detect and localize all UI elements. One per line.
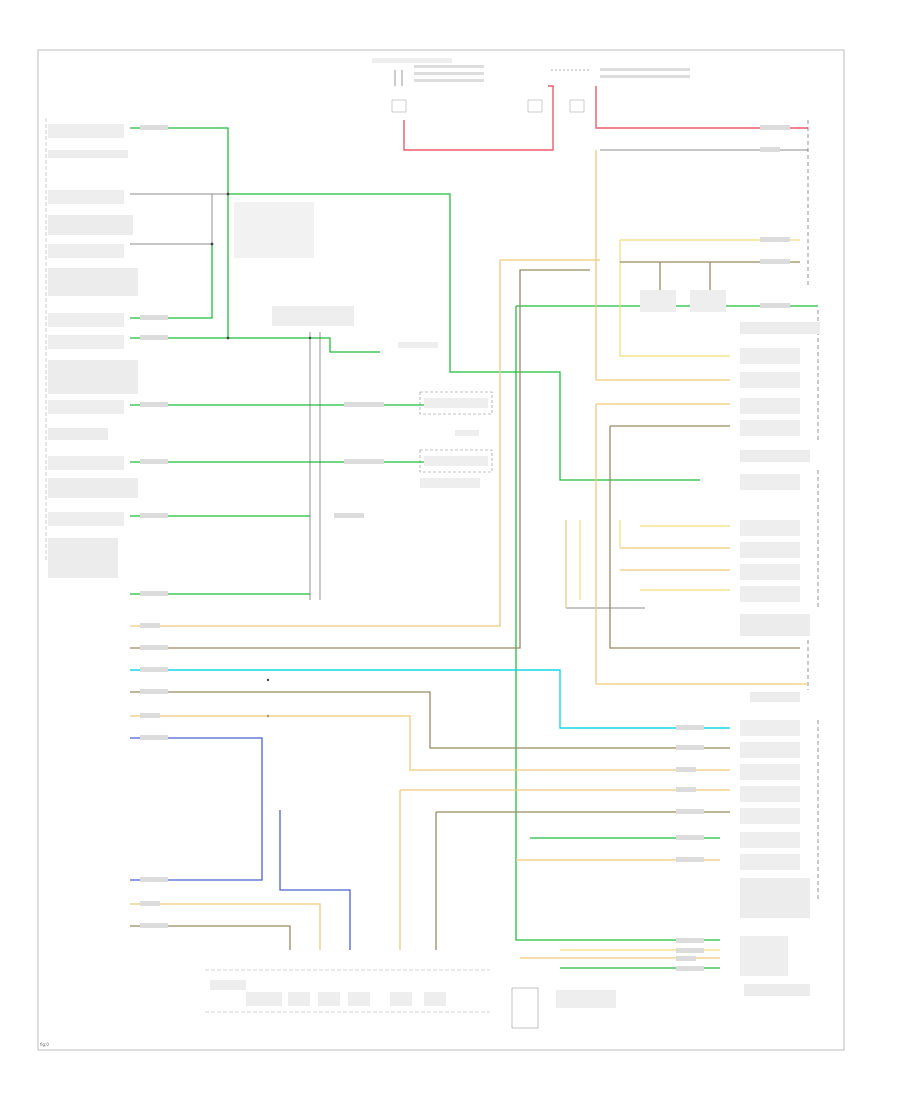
wire-red — [403, 85, 808, 151]
wire-cyan — [130, 669, 730, 729]
left-module-top — [45, 118, 138, 578]
wire-black — [130, 120, 819, 900]
diagram-border — [37, 49, 845, 1051]
wire-label-blocks — [140, 125, 790, 971]
wire-brown — [130, 261, 800, 950]
right-module-labels — [640, 290, 820, 996]
wire-tan — [130, 150, 808, 959]
bottom-connectors — [205, 969, 616, 1029]
fuse-block — [372, 58, 690, 113]
footer-code: fig:0 — [40, 1042, 49, 1047]
connector-boxes — [419, 391, 493, 488]
splice-dots — [210, 192, 312, 718]
wire-blue — [130, 737, 351, 950]
splice-pack-label — [234, 202, 438, 348]
